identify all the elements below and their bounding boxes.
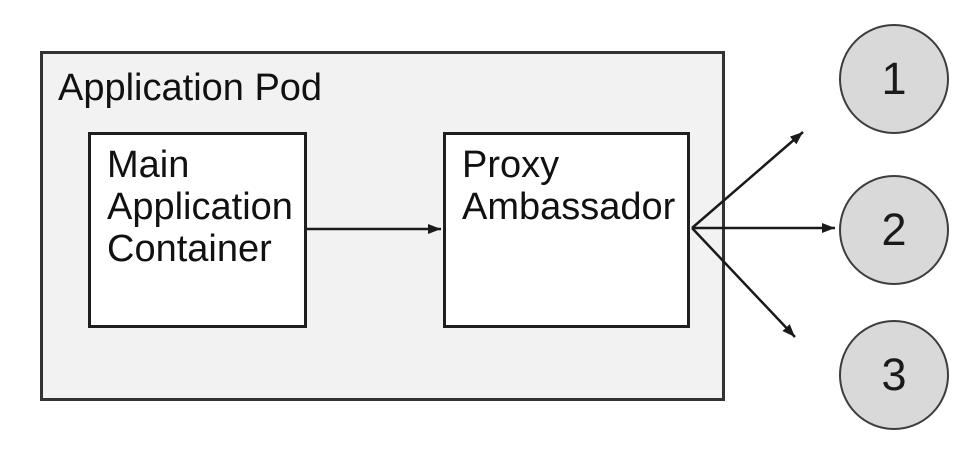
node-main-label: Main Application Container xyxy=(107,144,293,270)
endpoint-circle-2: 2 xyxy=(839,175,949,285)
endpoint-circle-1: 1 xyxy=(839,24,949,134)
node-proxy-label: Proxy Ambassador xyxy=(462,144,676,228)
endpoint-2-label: 2 xyxy=(881,204,907,255)
endpoint-3-label: 3 xyxy=(881,349,907,400)
node-proxy-ambassador: Proxy Ambassador xyxy=(443,132,690,328)
endpoint-1-label: 1 xyxy=(881,53,907,104)
pod-title: Application Pod xyxy=(58,67,323,109)
endpoint-circle-3: 3 xyxy=(839,320,949,430)
node-main-application-container: Main Application Container xyxy=(88,132,307,328)
